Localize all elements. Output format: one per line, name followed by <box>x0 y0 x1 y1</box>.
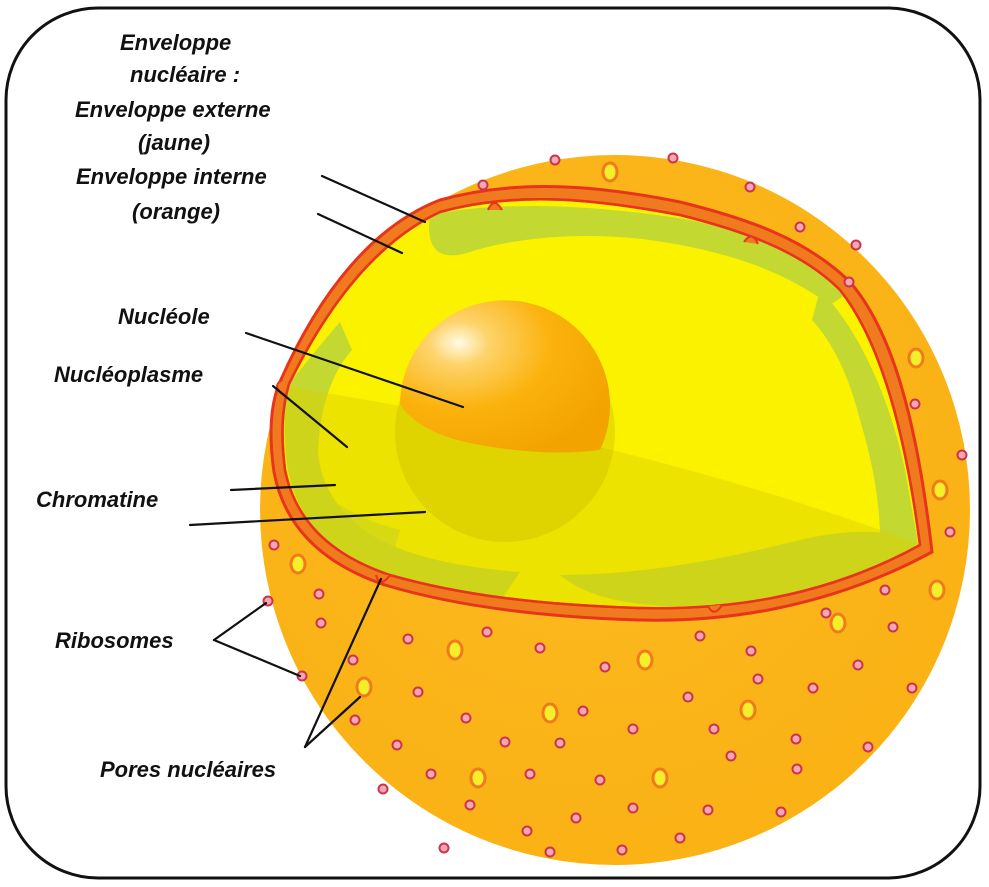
label-ribosomes: Ribosomes <box>55 626 174 655</box>
label-nuclear-pores: Pores nucléaires <box>100 755 276 784</box>
label-outer-envelope: Enveloppe externe <box>75 95 271 124</box>
label-inner-envelope: Enveloppe interne <box>76 162 267 191</box>
label-envelope-title-2: nucléaire : <box>130 60 240 89</box>
label-chromatin: Chromatine <box>36 485 158 514</box>
label-nucleoplasm: Nucléoplasme <box>54 360 203 389</box>
label-envelope-title-1: Enveloppe <box>120 28 231 57</box>
label-nucleolus: Nucléole <box>118 302 210 331</box>
label-outer-envelope-color: (jaune) <box>138 128 210 157</box>
label-inner-envelope-color: (orange) <box>132 197 220 226</box>
